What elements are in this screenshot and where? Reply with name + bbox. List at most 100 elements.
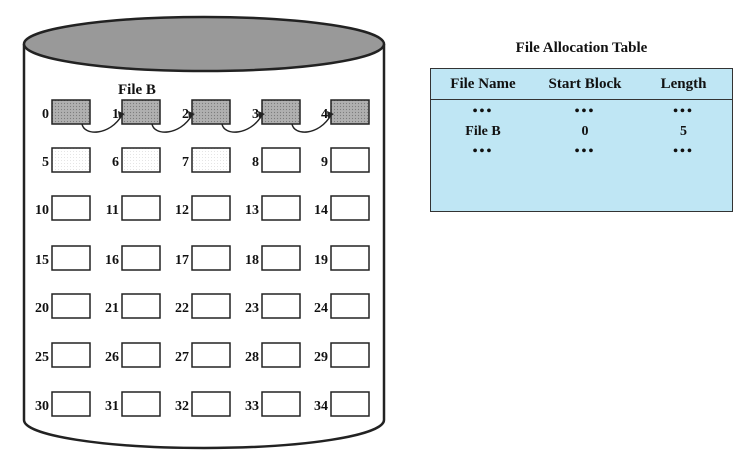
free-block-26 <box>121 342 161 368</box>
free-block-21 <box>121 293 161 319</box>
free-block-16 <box>121 245 161 271</box>
block-number-10: 10 <box>35 203 49 218</box>
free-block-28 <box>261 342 301 368</box>
disk-cylinder-lid <box>22 15 386 73</box>
block-number-13: 13 <box>245 203 259 218</box>
fat-title: File Allocation Table <box>515 40 648 56</box>
fat-cell-name: File B <box>465 124 501 139</box>
chain-arrow <box>221 114 263 133</box>
chain-arrowhead <box>118 111 125 118</box>
free-block-14 <box>330 195 370 221</box>
fat-cell-start: ••• <box>574 104 596 119</box>
block-number-1: 1 <box>112 107 119 122</box>
block-number-15: 15 <box>35 253 49 268</box>
block-number-28: 28 <box>245 350 259 365</box>
fat-cell-name: ••• <box>472 104 494 119</box>
free-block-5 <box>51 147 91 173</box>
free-block-20 <box>51 293 91 319</box>
free-block-24 <box>330 293 370 319</box>
allocated-block-3 <box>261 99 301 125</box>
free-block-13 <box>261 195 301 221</box>
block-number-16: 16 <box>105 253 119 268</box>
free-block-22 <box>191 293 231 319</box>
block-number-7: 7 <box>182 155 189 170</box>
block-number-6: 6 <box>112 155 119 170</box>
block-number-32: 32 <box>175 399 189 414</box>
block-number-20: 20 <box>35 301 49 316</box>
chain-arrow <box>81 114 123 133</box>
block-number-11: 11 <box>106 203 119 218</box>
free-block-8 <box>261 147 301 173</box>
fat-header-row: File Name Start Block Length <box>431 69 732 100</box>
fat-cell-length: ••• <box>673 144 694 159</box>
block-number-3: 3 <box>252 107 259 122</box>
free-block-33 <box>261 391 301 417</box>
block-number-27: 27 <box>175 350 189 365</box>
free-block-29 <box>330 342 370 368</box>
fat-row: ••• ••• ••• <box>431 102 732 122</box>
free-block-9 <box>330 147 370 173</box>
file-allocation-table: File Name Start Block Length ••• ••• •••… <box>430 68 733 212</box>
block-number-30: 30 <box>35 399 49 414</box>
block-number-23: 23 <box>245 301 259 316</box>
free-block-32 <box>191 391 231 417</box>
block-number-33: 33 <box>245 399 259 414</box>
block-number-8: 8 <box>252 155 259 170</box>
free-block-34 <box>330 391 370 417</box>
block-number-2: 2 <box>182 107 189 122</box>
free-block-23 <box>261 293 301 319</box>
block-chain-arrows <box>81 111 334 133</box>
block-number-0: 0 <box>42 107 49 122</box>
fat-row: ••• ••• ••• <box>431 142 732 162</box>
allocated-block-4 <box>330 99 370 125</box>
block-number-29: 29 <box>314 350 328 365</box>
block-number-19: 19 <box>314 253 328 268</box>
block-number-18: 18 <box>245 253 259 268</box>
free-block-27 <box>191 342 231 368</box>
block-number-31: 31 <box>105 399 119 414</box>
fat-cell-name: ••• <box>472 144 494 159</box>
free-block-10 <box>51 195 91 221</box>
fat-cell-length: 5 <box>680 124 687 139</box>
block-number-14: 14 <box>314 203 328 218</box>
allocated-block-1 <box>121 99 161 125</box>
chain-arrow <box>291 114 332 133</box>
fat-cell-start: ••• <box>574 144 596 159</box>
allocated-block-0 <box>51 99 91 125</box>
free-block-17 <box>191 245 231 271</box>
free-block-19 <box>330 245 370 271</box>
free-block-30 <box>51 391 91 417</box>
free-block-25 <box>51 342 91 368</box>
fat-cell-start: 0 <box>581 124 589 139</box>
block-number-12: 12 <box>175 203 189 218</box>
allocated-block-2 <box>191 99 231 125</box>
block-number-4: 4 <box>321 107 328 122</box>
chain-arrowhead <box>258 111 265 118</box>
free-block-6 <box>121 147 161 173</box>
free-block-12 <box>191 195 231 221</box>
block-number-26: 26 <box>105 350 119 365</box>
block-number-34: 34 <box>314 399 328 414</box>
fat-row: File B 0 5 <box>431 122 732 142</box>
chain-arrowhead <box>188 111 195 118</box>
block-number-22: 22 <box>175 301 189 316</box>
block-number-21: 21 <box>105 301 119 316</box>
fat-header-file-name: File Name <box>450 75 516 92</box>
free-block-18 <box>261 245 301 271</box>
fat-header-start-block: Start Block <box>548 75 622 92</box>
free-block-15 <box>51 245 91 271</box>
chain-arrow <box>151 114 193 133</box>
file-b-label: File B <box>118 82 156 98</box>
block-number-9: 9 <box>321 155 328 170</box>
free-block-31 <box>121 391 161 417</box>
fat-cell-length: ••• <box>673 104 694 119</box>
fat-header-length: Length <box>660 75 707 92</box>
free-block-11 <box>121 195 161 221</box>
free-block-7 <box>191 147 231 173</box>
block-number-5: 5 <box>42 155 49 170</box>
block-number-25: 25 <box>35 350 49 365</box>
chain-arrowhead <box>327 111 334 118</box>
block-number-24: 24 <box>314 301 328 316</box>
